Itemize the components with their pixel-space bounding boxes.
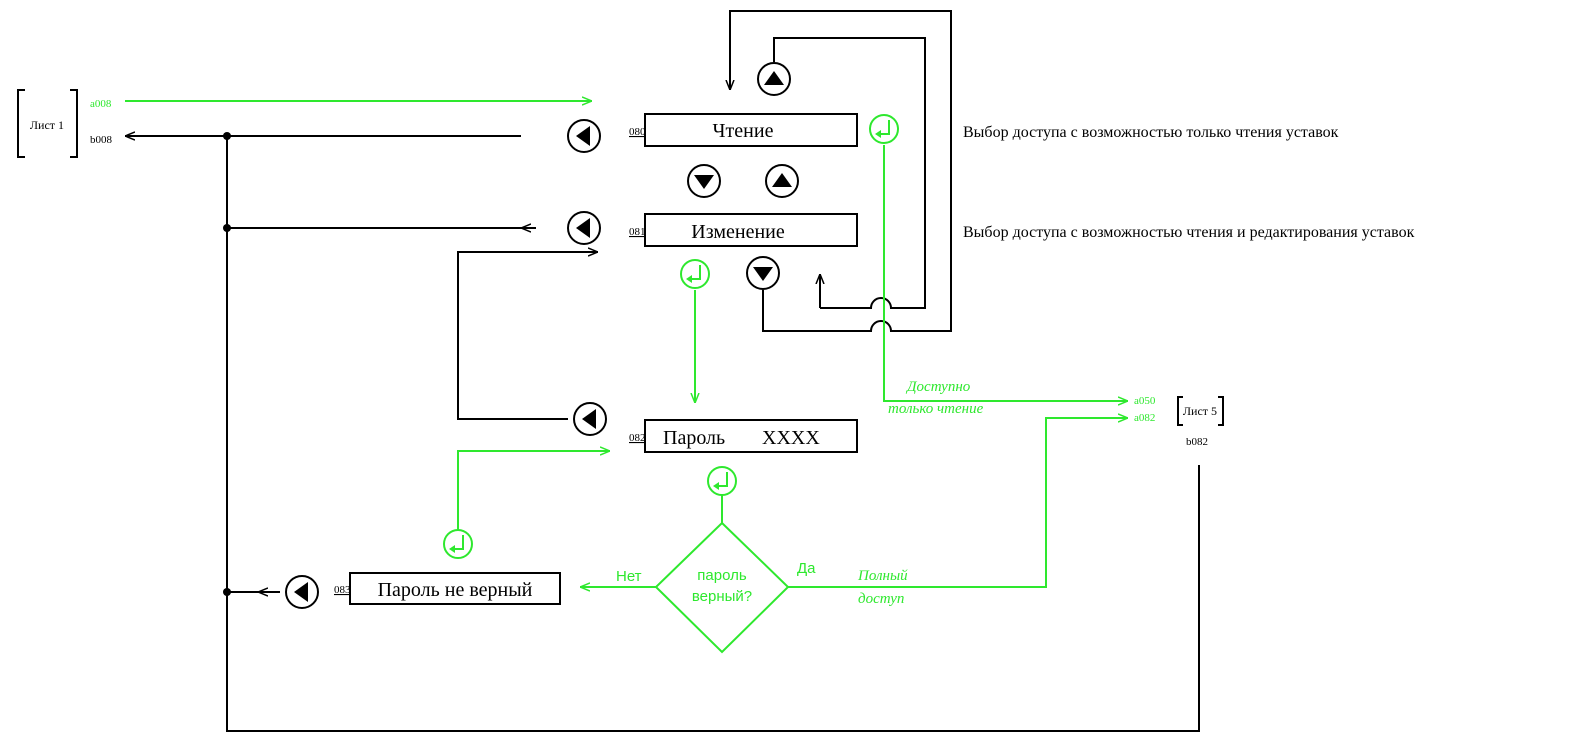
screen-wrong-code: 083 — [334, 584, 351, 596]
full-access-note-1: Полный — [857, 568, 908, 584]
enter-key-icon[interactable] — [869, 114, 899, 144]
full-access-path — [788, 418, 1128, 588]
enter-key-icon[interactable] — [680, 259, 710, 289]
full-access-note-2: доступ — [858, 591, 904, 607]
down-arrow-button-icon[interactable] — [687, 164, 721, 198]
return-bus — [226, 136, 1200, 732]
screen-wrong-label: Пароль не верный — [378, 579, 533, 601]
screen-password-code: 082 — [629, 432, 646, 444]
sheet1-label: Лист 1 — [30, 118, 64, 132]
decision-line1: пароль — [697, 567, 747, 584]
screen-change-label: Изменение — [691, 221, 785, 243]
read-description: Выбор доступа с возможностью только чтен… — [963, 124, 1339, 141]
sheet5-in-code-2: a082 — [1134, 412, 1155, 424]
screen-password[interactable]: 082 Пароль XXXX — [629, 419, 858, 453]
sheet5-label: Лист 5 — [1183, 404, 1217, 418]
up-arrow-button-icon[interactable] — [757, 62, 791, 96]
read-only-note-2: только чтение — [888, 401, 984, 417]
down-arrow-button-icon[interactable] — [746, 256, 780, 290]
screen-password-label: Пароль — [663, 427, 725, 449]
sheet5-out-code: b082 — [1186, 436, 1208, 448]
screen-change-code: 081 — [629, 226, 646, 238]
up-arrow-button-icon[interactable] — [765, 164, 799, 198]
left-arrow-button-icon[interactable] — [285, 575, 319, 609]
junction-dot — [223, 132, 231, 140]
sheet1-out-code: b008 — [90, 134, 113, 146]
enter-key-icon[interactable] — [443, 529, 473, 559]
decision-line2: верный? — [692, 588, 752, 605]
left-arrow-button-icon[interactable] — [567, 211, 601, 245]
screen-read-label: Чтение — [713, 120, 774, 142]
decision-no-label: Нет — [616, 568, 642, 585]
sheet1-block[interactable]: Лист 1 — [17, 89, 78, 158]
screen-change[interactable]: 081 Изменение — [629, 213, 858, 247]
sheet1-in-code: a008 — [90, 98, 112, 110]
read-only-note-1: Доступно — [905, 379, 971, 395]
left-arrow-button-icon[interactable] — [573, 402, 607, 436]
retry-path — [457, 451, 610, 532]
screen-password-value: XXXX — [762, 427, 820, 449]
screen-read-code: 080 — [629, 126, 646, 138]
decision-diamond: пароль верный? — [654, 521, 790, 654]
screen-read[interactable]: 080 Чтение — [629, 113, 858, 147]
read-only-path — [883, 145, 1128, 401]
left-arrow-button-icon[interactable] — [567, 119, 601, 153]
change-description: Выбор доступа с возможностью чтения и ре… — [963, 224, 1415, 241]
decision-yes-label: Да — [797, 560, 816, 577]
sheet5-block[interactable]: Лист 5 — [1177, 396, 1224, 426]
password-back-loop — [457, 252, 598, 420]
screen-wrong-password[interactable]: 083 Пароль не верный — [334, 572, 561, 605]
enter-key-icon[interactable] — [707, 466, 737, 496]
sheet5-in-code-1: a050 — [1134, 395, 1156, 407]
